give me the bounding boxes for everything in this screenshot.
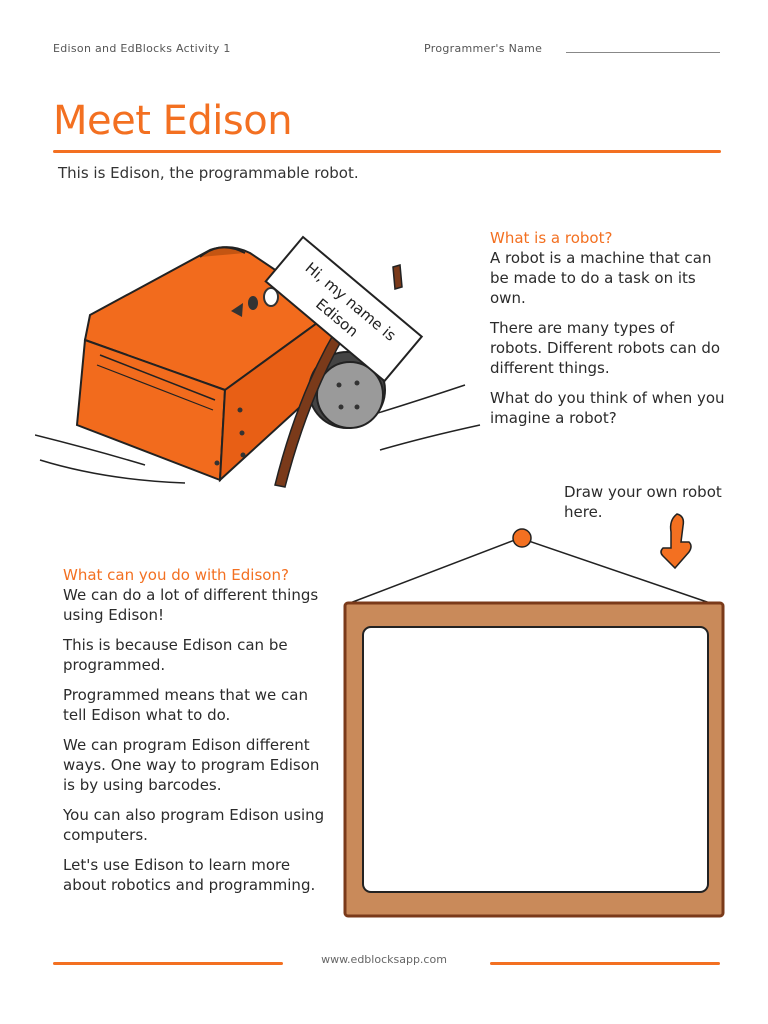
draw-label: Draw your own robot here. <box>564 483 722 521</box>
robot-wheel <box>316 361 384 429</box>
sign-peg <box>392 264 403 290</box>
footer-rule-left <box>53 962 283 965</box>
edison-para-2: This is because Edison can be programmed… <box>63 636 288 674</box>
edison-para-5: You can also program Edison using comput… <box>63 806 325 844</box>
robot-para-1: A robot is a machine that can be made to… <box>490 249 712 307</box>
ground-line <box>379 424 481 451</box>
robot-button-icon <box>248 296 258 310</box>
intro-text: This is Edison, the programmable robot. <box>58 164 359 182</box>
edison-para-6: Let's use Edison to learn more about rob… <box>63 856 316 894</box>
drawing-area <box>362 626 709 893</box>
activity-label: Edison and EdBlocks Activity 1 <box>53 42 231 55</box>
edison-para-3: Programmed means that we can tell Edison… <box>63 686 308 724</box>
programmer-name-label: Programmer's Name <box>424 42 543 55</box>
robot-groove <box>99 354 216 401</box>
name-sign <box>264 235 424 383</box>
edison-robot-illustration: Hi, my name is Edison <box>35 235 481 488</box>
edison-section: What can you do with Edison? We can do a… <box>63 565 333 905</box>
pointing-hand-icon <box>660 513 692 570</box>
frame-string <box>349 537 711 604</box>
robot-record-icon <box>263 287 279 307</box>
robot-para-3: What do you think of when you imagine a … <box>490 389 725 427</box>
ground-line <box>39 459 186 484</box>
robot-bump <box>199 246 246 258</box>
robot-section: What is a robot? A robot is a machine th… <box>490 228 730 438</box>
robot-para-2: There are many types of robots. Differen… <box>490 319 721 377</box>
robot-play-icon <box>231 303 243 317</box>
footer-url[interactable]: www.edblocksapp.com <box>321 953 447 966</box>
footer-rule-right <box>490 962 720 965</box>
robot-groove <box>96 364 214 411</box>
frame-nail <box>512 528 532 548</box>
drawing-frame <box>343 528 725 918</box>
edison-section-heading: What can you do with Edison? <box>63 566 289 584</box>
ground-line <box>35 434 146 466</box>
title-rule <box>53 150 721 153</box>
robot-section-heading: What is a robot? <box>490 229 613 247</box>
programmer-name-line[interactable] <box>566 52 720 53</box>
edison-para-1: We can do a lot of different things usin… <box>63 586 319 624</box>
edison-para-4: We can program Edison different ways. On… <box>63 736 320 794</box>
page-title: Meet Edison <box>53 98 293 144</box>
